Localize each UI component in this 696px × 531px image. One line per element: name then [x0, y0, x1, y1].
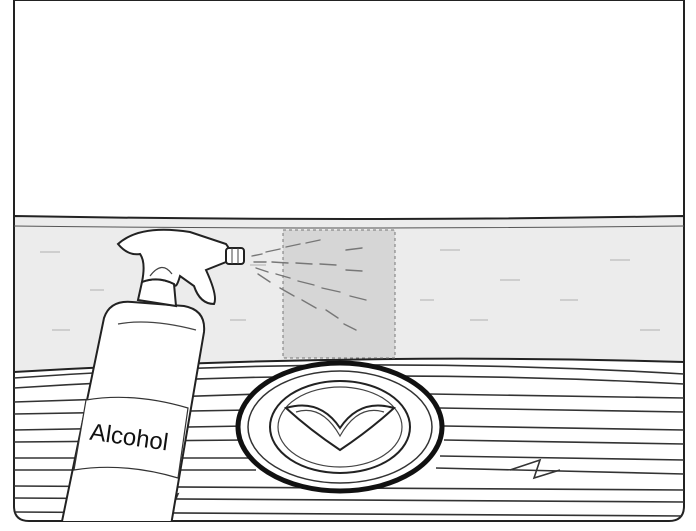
emblem — [235, 360, 445, 494]
spray-mist — [251, 239, 367, 331]
panel-texture — [40, 249, 660, 331]
bottle-label-band — [73, 396, 189, 479]
spray-target-area — [282, 229, 396, 359]
spray-bottle: Alcohol — [58, 228, 245, 521]
